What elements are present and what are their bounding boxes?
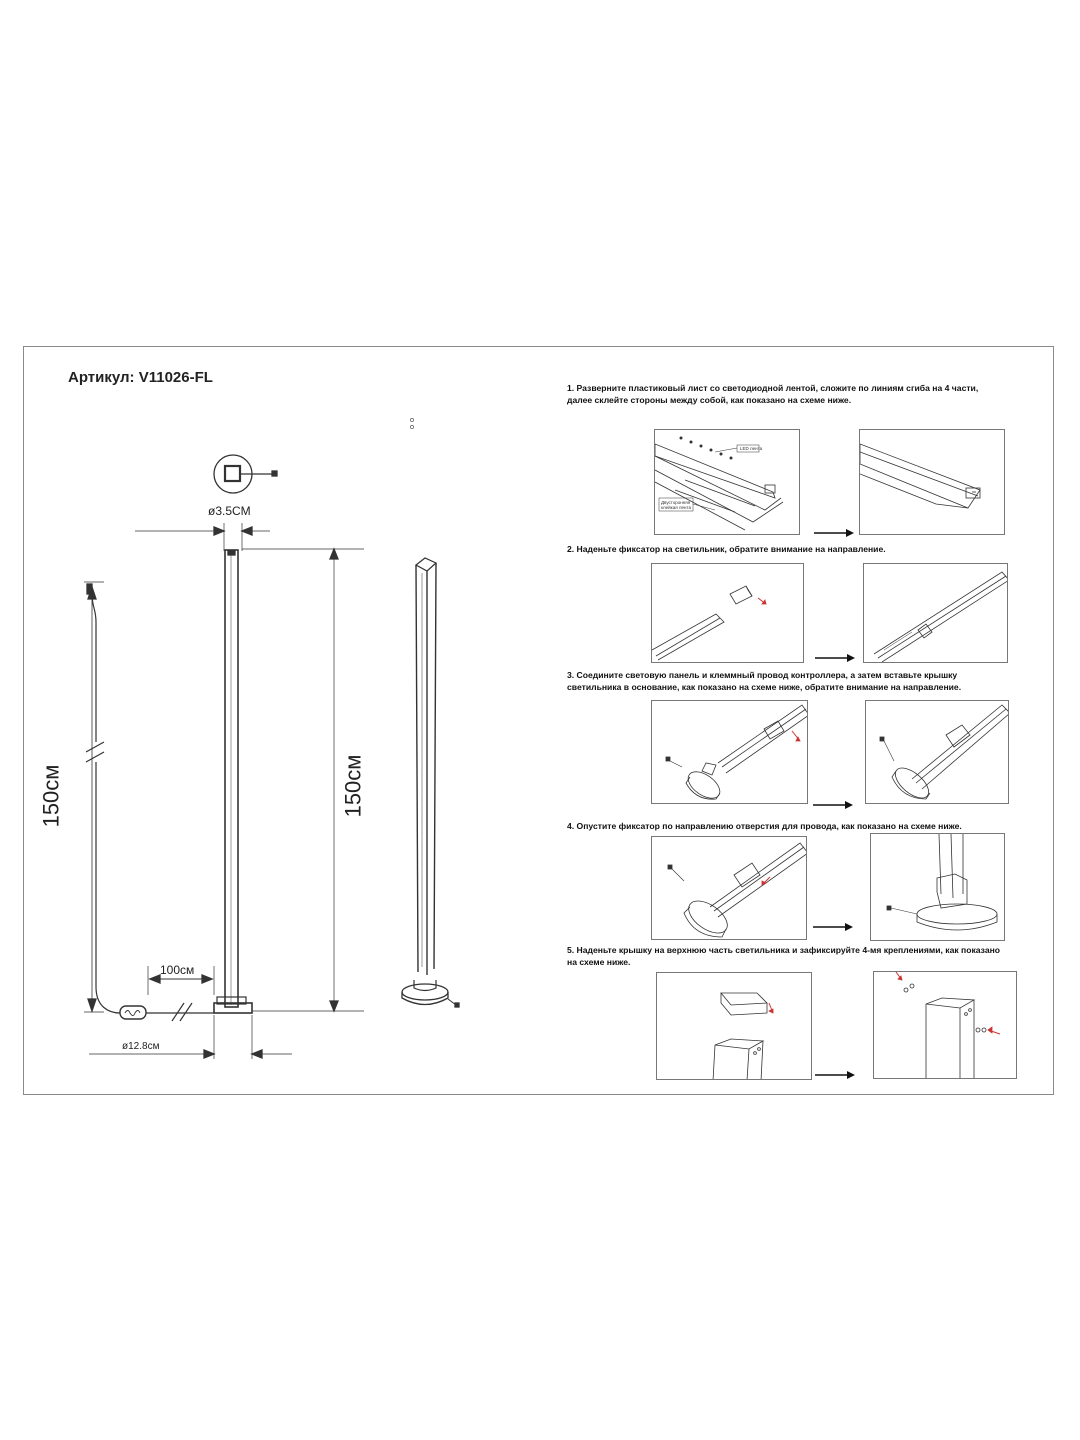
double-tape-tag-line1: Двусторонняя	[661, 500, 691, 505]
instruction-sheet: Артикул: V11026-FL	[23, 346, 1054, 1095]
step-5-line1: 5. Наденьте крышку на верхнюю часть свет…	[567, 945, 1001, 955]
double-tape-tag-line2: клейкая лента	[661, 505, 692, 510]
arrow-icon	[813, 801, 853, 809]
pole-3d-top	[414, 557, 438, 572]
step-1-text: 1. Разверните пластиковый лист со светод…	[567, 382, 978, 406]
base-diameter-label: ø12.8см	[122, 1041, 160, 1052]
step-3-text: 3. Соедините световую панель и клеммный …	[567, 669, 961, 693]
height-left-label: 150см	[38, 764, 64, 828]
led-strip-tag: LED лента	[740, 446, 763, 451]
cable-length-label: 100см	[160, 963, 195, 977]
arrow-icon	[815, 1071, 855, 1079]
step-4-line1: 4. Опустите фиксатор по направлению отве…	[567, 821, 962, 831]
step-5-figure-a	[656, 972, 812, 1080]
diameter-top-label: ø3.5CM	[208, 504, 251, 518]
step-2-text: 2. Наденьте фиксатор на светильник, обра…	[567, 543, 886, 555]
step-5-text: 5. Наденьте крышку на верхнюю часть свет…	[567, 944, 1000, 968]
cross-section-square	[223, 464, 242, 483]
step-2-figure-b	[863, 563, 1008, 663]
step-1-line1: 1. Разверните пластиковый лист со светод…	[567, 383, 979, 393]
arrow-icon	[815, 654, 855, 662]
step-4-figure-a	[651, 836, 807, 940]
step-3-line1: 3. Соедините световую панель и клеммный …	[567, 670, 958, 680]
step-1-figure-a: LED лента Двусторонняя клейкая лента	[654, 429, 800, 535]
step-4-figure-b	[870, 833, 1005, 941]
step-5-line2: на схеме ниже.	[567, 957, 631, 967]
article-title: Артикул: V11026-FL	[68, 369, 213, 386]
step-4-text: 4. Опустите фиксатор по направлению отве…	[567, 820, 962, 832]
step-3-figure-a	[651, 700, 808, 804]
lamp-dimension-drawing	[84, 418, 460, 1059]
step-2-figure-a	[651, 563, 804, 663]
arrow-icon	[814, 529, 854, 537]
step-1-figure-b	[859, 429, 1005, 535]
base-front	[213, 1002, 253, 1014]
step-1-line2: далее склейте стороны между собой, как п…	[567, 395, 852, 405]
step-3-figure-b	[865, 700, 1009, 804]
base-3d	[401, 983, 449, 1001]
step-2-line1: 2. Наденьте фиксатор на светильник, обра…	[567, 544, 886, 554]
step-5-figure-b	[873, 971, 1017, 1079]
height-right-label: 150см	[340, 754, 366, 818]
controller	[119, 1005, 147, 1020]
pole-front	[224, 549, 239, 1008]
arrow-icon	[813, 923, 853, 931]
step-3-line2: светильника в основание, как показано на…	[567, 682, 962, 692]
